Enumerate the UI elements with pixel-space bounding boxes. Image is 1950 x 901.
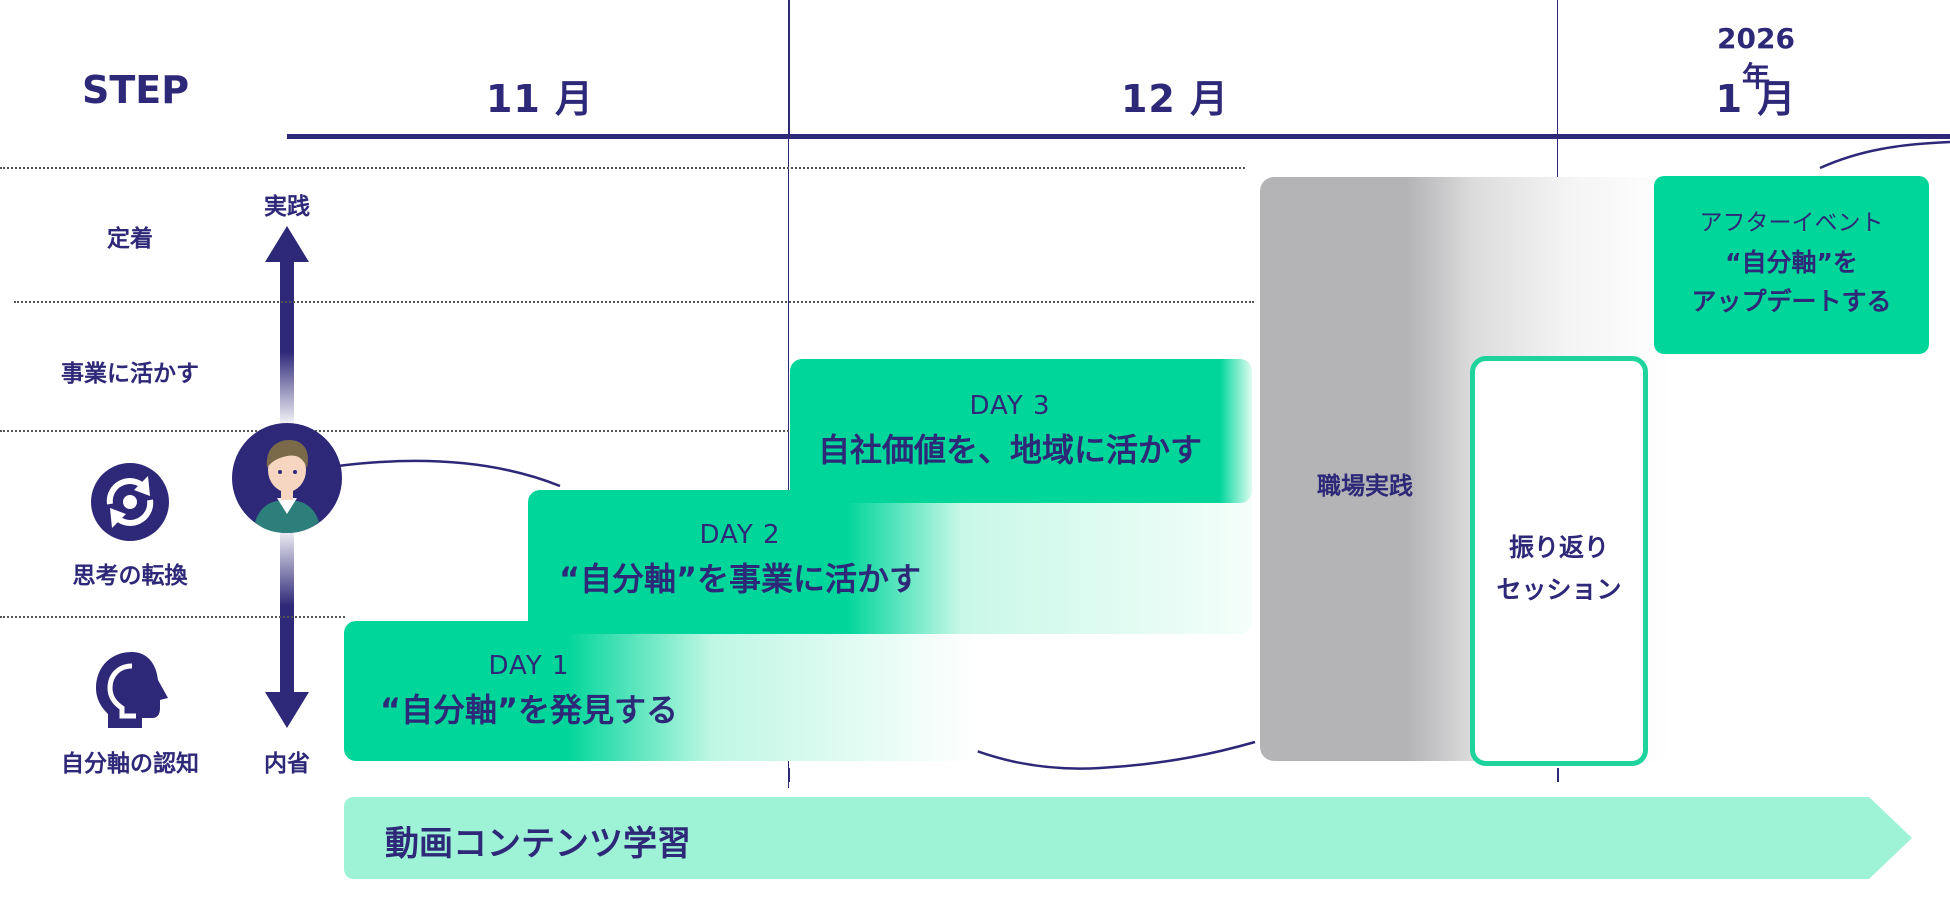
review-session-box: 振り返り セッション <box>1470 356 1648 766</box>
tick-jan <box>1557 768 1559 782</box>
divider-dec-top <box>788 0 790 138</box>
day1-title: DAY 1 <box>488 651 570 681</box>
avatar <box>232 423 342 533</box>
arrow-down-shaft <box>280 525 294 705</box>
tick-dec <box>788 768 790 782</box>
row-separator-4 <box>0 616 345 618</box>
day3-box: DAY 3 自社価値を、地域に活かす <box>790 359 1252 503</box>
axis-bottom-label: 内省 <box>264 751 310 777</box>
axis-top-label: 実践 <box>264 194 310 220</box>
divider-dec <box>788 138 789 788</box>
video-content-label: 動画コンテンツ学習 <box>385 824 691 864</box>
day2-subtitle: “自分軸”を事業に活かす <box>558 560 922 598</box>
day3-title: DAY 3 <box>969 391 1051 421</box>
growth-curve <box>337 459 561 488</box>
divider-jan <box>1557 0 1558 350</box>
practice-label: 職場実践 <box>1317 472 1413 500</box>
growth-curve-end <box>1819 140 1950 170</box>
cycle-icon <box>91 463 169 541</box>
arrow-up-head <box>265 226 309 262</box>
video-content-bar <box>344 797 1912 879</box>
timeline-axis-line <box>287 134 1950 139</box>
step-header: STEP <box>82 68 190 112</box>
row-label-teichaku: 定着 <box>107 226 153 252</box>
review-line1: 振り返り <box>1508 533 1609 562</box>
after-event-box: アフターイベント “自分軸”を アップデートする <box>1654 176 1929 354</box>
day2-box: DAY 2 “自分軸”を事業に活かす <box>528 490 1252 634</box>
after-event-line3: アップデートする <box>1691 287 1892 316</box>
arrow-down-head <box>265 692 309 728</box>
after-event-line2: “自分軸”を <box>1725 248 1858 277</box>
year-label: 2026 年 <box>1717 22 1795 93</box>
row-label-ninchi: 自分軸の認知 <box>61 751 199 777</box>
month-nov: 11 月 <box>485 77 595 121</box>
head-icon <box>96 652 168 728</box>
month-jan: 1 月 <box>1715 77 1797 121</box>
row-label-jigyou: 事業に活かす <box>61 361 199 387</box>
arrow-up-shaft <box>280 258 294 428</box>
row-separator-2 <box>14 301 1254 303</box>
row-separator-1 <box>0 167 1245 169</box>
day2-title: DAY 2 <box>699 520 781 550</box>
row-separator-3 <box>0 430 800 432</box>
row-label-shikou: 思考の転換 <box>72 563 188 589</box>
month-dec: 12 月 <box>1120 77 1230 121</box>
day1-box: DAY 1 “自分軸”を発見する <box>344 621 978 761</box>
review-line2: セッション <box>1496 575 1622 604</box>
day3-subtitle: 自社価値を、地域に活かす <box>817 431 1202 469</box>
after-event-line1: アフターイベント <box>1699 210 1884 236</box>
day1-subtitle: “自分軸”を発見する <box>379 691 679 729</box>
